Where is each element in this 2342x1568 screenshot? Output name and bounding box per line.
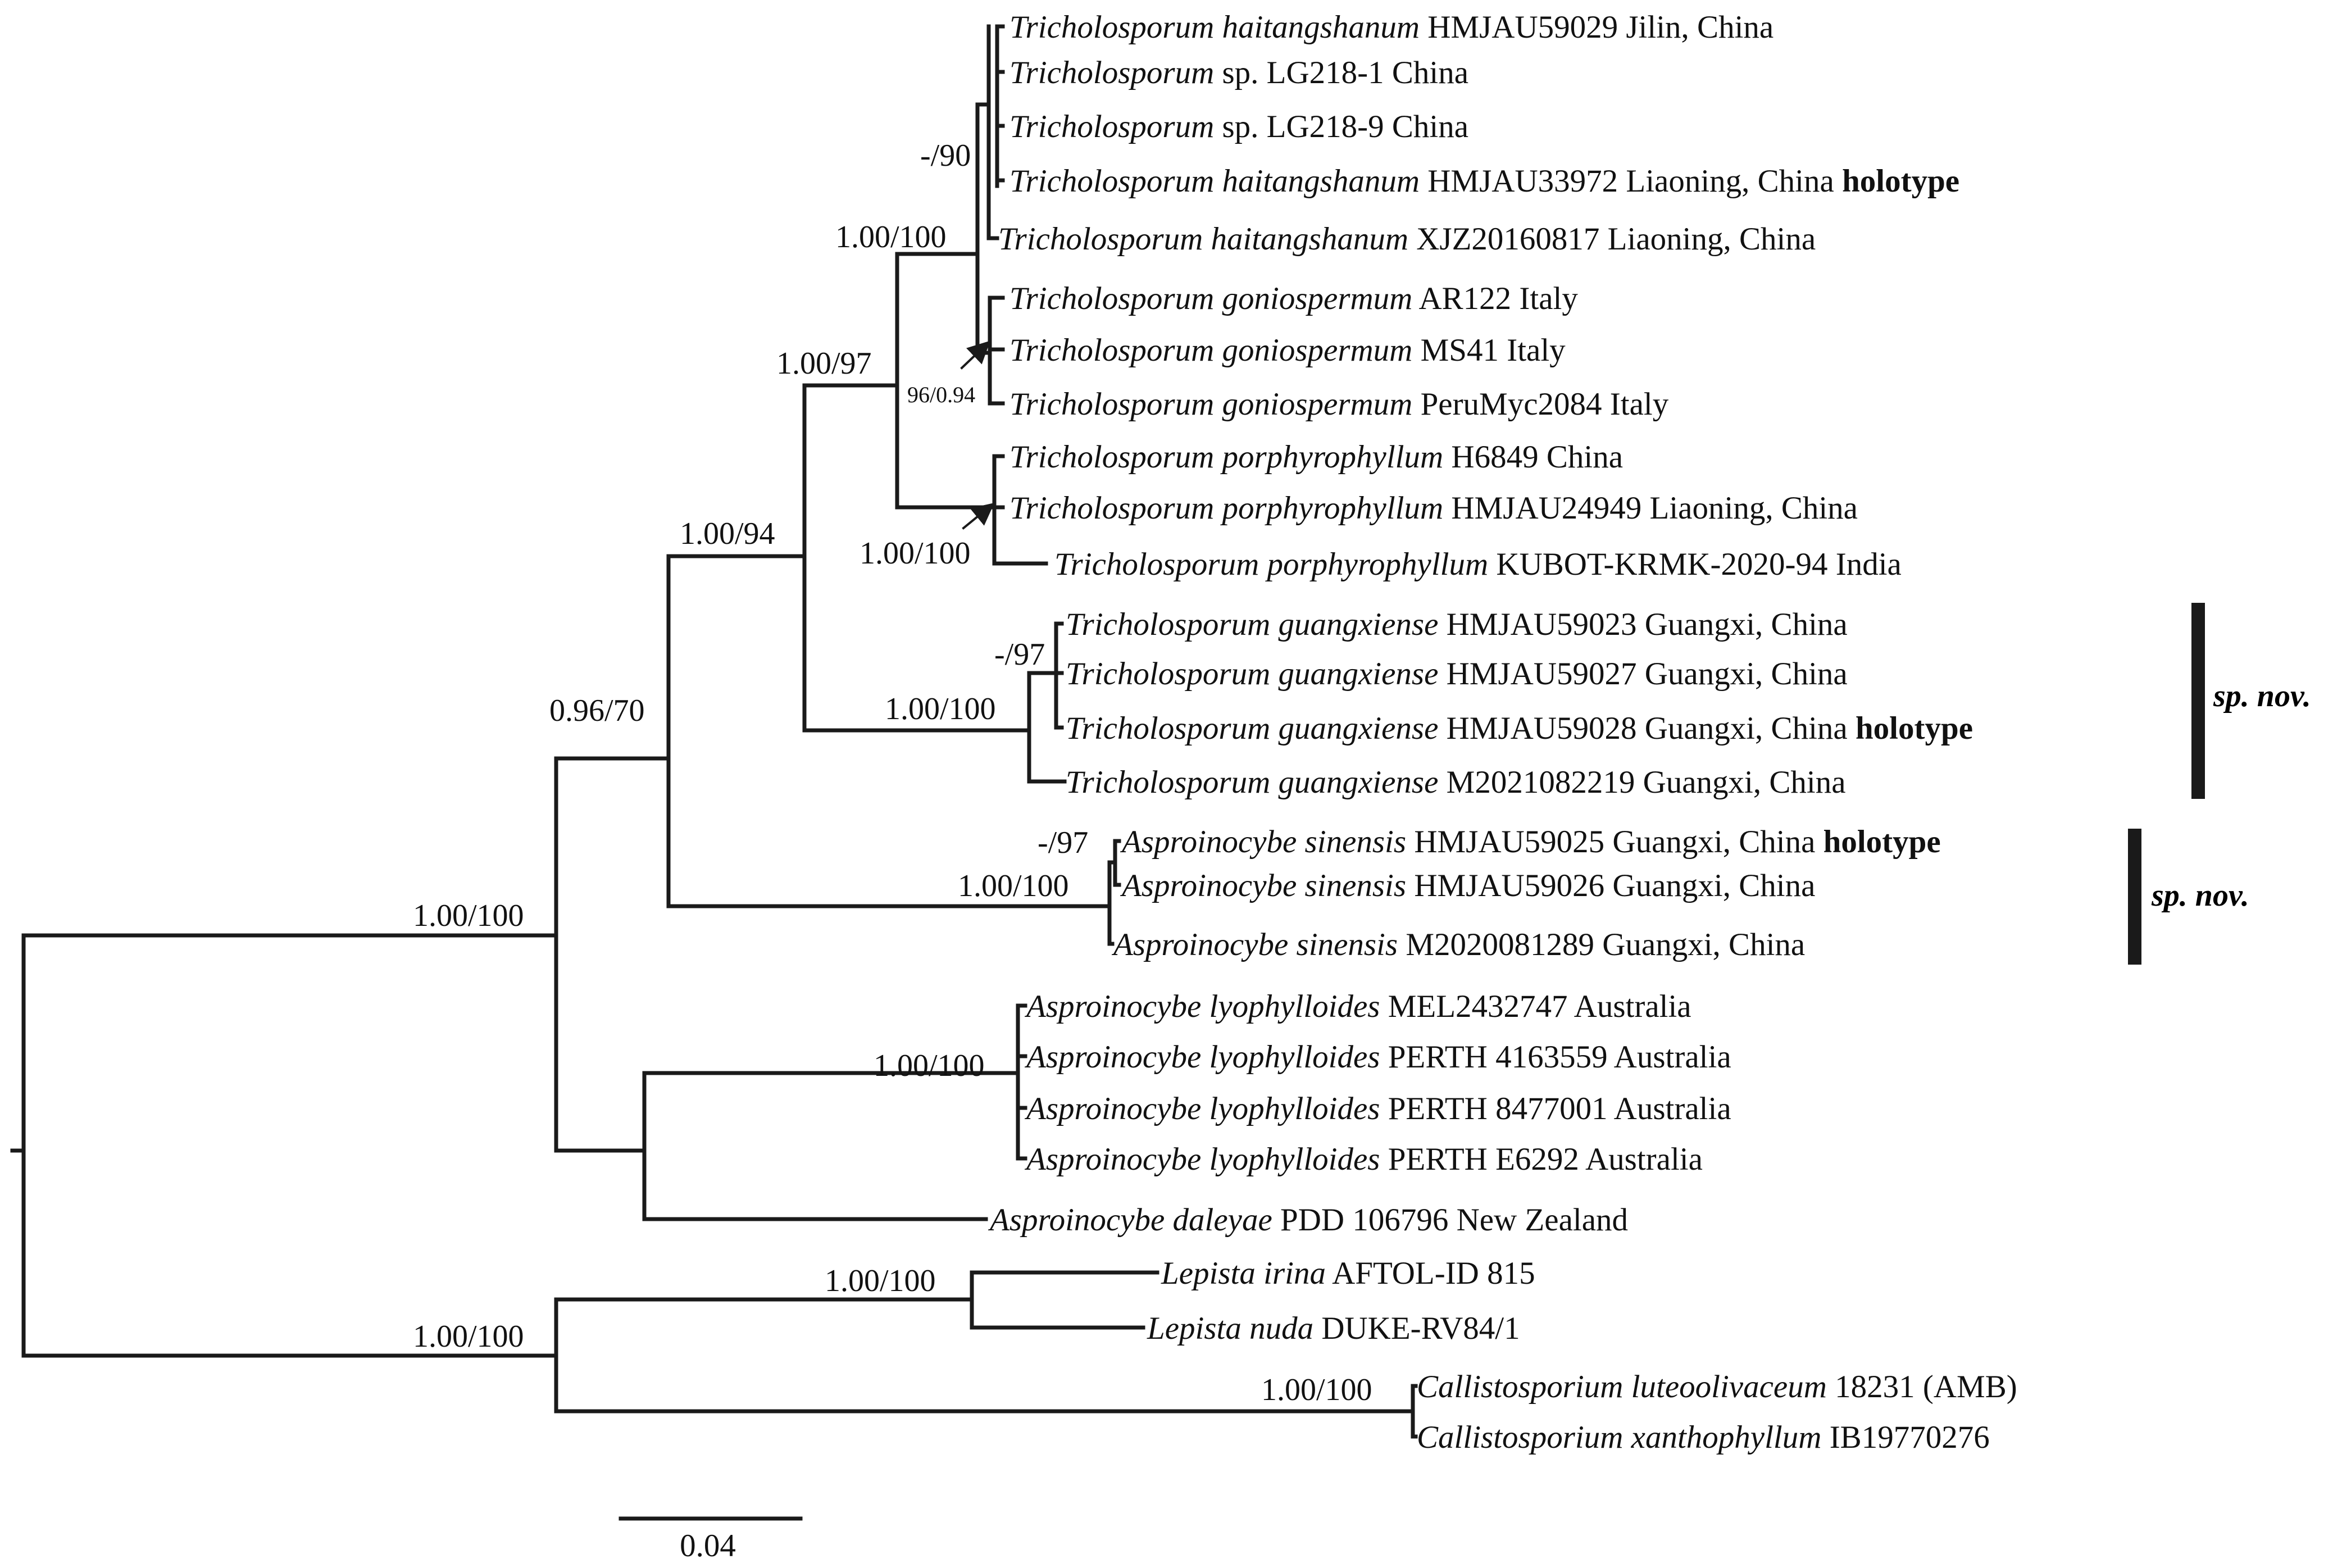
support-label: 1.00/100 xyxy=(413,1319,524,1354)
tip-label: Asproinocybe lyophylloides PERTH 8477001… xyxy=(1016,1091,1731,1126)
svg-text:Callistosporium luteoolivaceum: Callistosporium luteoolivaceum 18231 (AM… xyxy=(1417,1369,2017,1405)
svg-text:Asproinocybe sinensis HMJAU590: Asproinocybe sinensis HMJAU59026 Guangxi… xyxy=(1120,868,1815,903)
tip-label: Lepista nuda DUKE-RV84/1 xyxy=(1147,1311,1520,1346)
sp-nov-bracket-guangxiense: sp. nov. xyxy=(2191,603,2311,799)
tip-label: Asproinocybe sinensis M2020081289 Guangx… xyxy=(1107,927,1805,962)
sp-nov-label: sp. nov. xyxy=(2151,878,2249,913)
tip-label: Asproinocybe lyophylloides PERTH 4163559… xyxy=(1016,1039,1731,1075)
tip-labels: Tricholosporum haitangshanum HMJAU59029 … xyxy=(988,10,2017,1455)
scale-bar-label: 0.04 xyxy=(680,1528,736,1564)
svg-text:Asproinocybe sinensis HMJAU590: Asproinocybe sinensis HMJAU59025 Guangxi… xyxy=(1120,824,1941,860)
support-label: 1.00/94 xyxy=(680,516,775,551)
tip-label: Asproinocybe lyophylloides MEL2432747 Au… xyxy=(1016,989,1691,1024)
support-values: -/90 1.00/100 96/0.94 1.00/97 1.00/100 1… xyxy=(413,138,1372,1407)
support-label: 96/0.94 xyxy=(907,382,975,407)
svg-text:Tricholosporum guangxiense HMJ: Tricholosporum guangxiense HMJAU59023 Gu… xyxy=(1066,607,1848,642)
tip-label: Tricholosporum goniospermum PeruMyc2084 … xyxy=(988,387,1669,422)
tip-label: Callistosporium luteoolivaceum 18231 (AM… xyxy=(1411,1369,2017,1405)
svg-text:Tricholosporum sp. LG218-1 Chi: Tricholosporum sp. LG218-1 China xyxy=(1009,55,1468,90)
support-label: 1.00/100 xyxy=(885,692,996,726)
support-label: 1.00/97 xyxy=(776,346,872,381)
svg-text:Tricholosporum porphyrophyllum: Tricholosporum porphyrophyllum HMJAU2494… xyxy=(1009,490,1858,526)
tip-label: Tricholosporum guangxiense HMJAU59023 Gu… xyxy=(1054,607,1848,642)
tip-label: Tricholosporum goniospermum AR122 Italy xyxy=(988,281,1578,316)
sp-nov-bracket-sinensis: sp. nov. xyxy=(2128,829,2249,965)
svg-text:Tricholosporum sp. LG218-9 Chi: Tricholosporum sp. LG218-9 China xyxy=(1009,109,1468,144)
svg-text:Asproinocybe lyophylloides MEL: Asproinocybe lyophylloides MEL2432747 Au… xyxy=(1024,989,1691,1024)
support-label: 1.00/100 xyxy=(874,1048,985,1083)
tip-label: Tricholosporum haitangshanum XJZ20160817… xyxy=(998,221,1816,257)
pointer-arrow-96-094 xyxy=(960,340,990,370)
tip-label: Asproinocybe daleyae PDD 106796 New Zeal… xyxy=(988,1202,1628,1238)
tip-label: Tricholosporum porphyrophyllum H6849 Chi… xyxy=(992,439,1623,475)
tip-label: Callistosporium xanthophyllum IB19770276 xyxy=(1411,1420,1990,1455)
svg-text:Tricholosporum goniospermum Pe: Tricholosporum goniospermum PeruMyc2084 … xyxy=(1009,387,1669,422)
svg-text:Tricholosporum haitangshanum H: Tricholosporum haitangshanum HMJAU33972 … xyxy=(1009,163,1959,199)
sp-nov-label: sp. nov. xyxy=(2213,679,2311,713)
tip-label: Tricholosporum porphyrophyllum HMJAU2494… xyxy=(992,490,1858,526)
tip-label: Tricholosporum haitangshanum HMJAU33972 … xyxy=(995,163,1959,199)
svg-text:Asproinocybe lyophylloides PER: Asproinocybe lyophylloides PERTH E6292 A… xyxy=(1024,1142,1703,1177)
scale-bar: 0.04 xyxy=(619,1516,803,1564)
svg-text:Asproinocybe daleyae PDD 10679: Asproinocybe daleyae PDD 106796 New Zeal… xyxy=(988,1202,1628,1238)
tip-label: Tricholosporum porphyrophyllum KUBOT-KRM… xyxy=(1054,547,1902,582)
pointer-arrow-porph xyxy=(962,502,995,530)
tip-label: Asproinocybe sinensis HMJAU59026 Guangxi… xyxy=(1113,868,1815,903)
tip-label: Tricholosporum guangxiense HMJAU59028 Gu… xyxy=(1054,711,1973,746)
svg-text:Asproinocybe lyophylloides PER: Asproinocybe lyophylloides PERTH 4163559… xyxy=(1024,1039,1731,1075)
tree-branches xyxy=(10,24,1415,1439)
svg-text:Tricholosporum haitangshanum H: Tricholosporum haitangshanum HMJAU59029 … xyxy=(1009,10,1773,45)
support-label: -/90 xyxy=(920,138,971,173)
tip-label: Tricholosporum guangxiense M2021082219 G… xyxy=(1066,765,1846,800)
svg-text:Tricholosporum goniospermum AR: Tricholosporum goniospermum AR122 Italy xyxy=(1009,281,1578,316)
svg-text:Tricholosporum porphyrophyllum: Tricholosporum porphyrophyllum KUBOT-KRM… xyxy=(1054,547,1902,582)
svg-text:Tricholosporum guangxiense HMJ: Tricholosporum guangxiense HMJAU59027 Gu… xyxy=(1066,656,1848,692)
tip-label: Lepista irina AFTOL-ID 815 xyxy=(1161,1256,1535,1291)
svg-text:Asproinocybe lyophylloides PER: Asproinocybe lyophylloides PERTH 8477001… xyxy=(1024,1091,1731,1126)
svg-text:Callistosporium xanthophyllum: Callistosporium xanthophyllum IB19770276 xyxy=(1417,1420,1990,1455)
tip-label: Tricholosporum sp. LG218-1 China xyxy=(995,55,1468,90)
support-label: 1.00/100 xyxy=(413,898,524,933)
svg-text:Tricholosporum haitangshanum X: Tricholosporum haitangshanum XJZ20160817… xyxy=(998,221,1816,257)
tip-label: Asproinocybe lyophylloides PERTH E6292 A… xyxy=(1016,1142,1703,1177)
tip-label: Tricholosporum sp. LG218-9 China xyxy=(995,109,1468,144)
svg-text:Tricholosporum goniospermum MS: Tricholosporum goniospermum MS41 Italy xyxy=(1009,333,1566,368)
support-label: 1.00/100 xyxy=(860,536,971,571)
support-label: 0.96/70 xyxy=(549,693,645,728)
svg-text:Tricholosporum porphyrophyllum: Tricholosporum porphyrophyllum H6849 Chi… xyxy=(1009,439,1623,475)
tip-label: Tricholosporum guangxiense HMJAU59027 Gu… xyxy=(1054,656,1848,692)
support-label: 1.00/100 xyxy=(835,220,947,254)
tip-label: Tricholosporum haitangshanum HMJAU59029 … xyxy=(995,10,1773,45)
tip-label: Tricholosporum goniospermum MS41 Italy xyxy=(988,333,1566,368)
svg-text:Tricholosporum guangxiense M20: Tricholosporum guangxiense M2021082219 G… xyxy=(1066,765,1846,800)
support-label: 1.00/100 xyxy=(958,869,1069,903)
support-label: -/97 xyxy=(994,637,1045,672)
support-label: 1.00/100 xyxy=(825,1264,936,1298)
svg-text:Lepista nuda DUKE-RV84/1: Lepista nuda DUKE-RV84/1 xyxy=(1147,1311,1520,1346)
svg-text:Asproinocybe sinensis M2020081: Asproinocybe sinensis M2020081289 Guangx… xyxy=(1111,927,1805,962)
svg-text:Tricholosporum guangxiense HMJ: Tricholosporum guangxiense HMJAU59028 Gu… xyxy=(1066,711,1973,746)
support-label: 1.00/100 xyxy=(1261,1372,1372,1407)
support-label: -/97 xyxy=(1038,825,1088,860)
tip-label: Asproinocybe sinensis HMJAU59025 Guangxi… xyxy=(1113,824,1941,860)
svg-text:Lepista irina AFTOL-ID 815: Lepista irina AFTOL-ID 815 xyxy=(1161,1256,1535,1291)
